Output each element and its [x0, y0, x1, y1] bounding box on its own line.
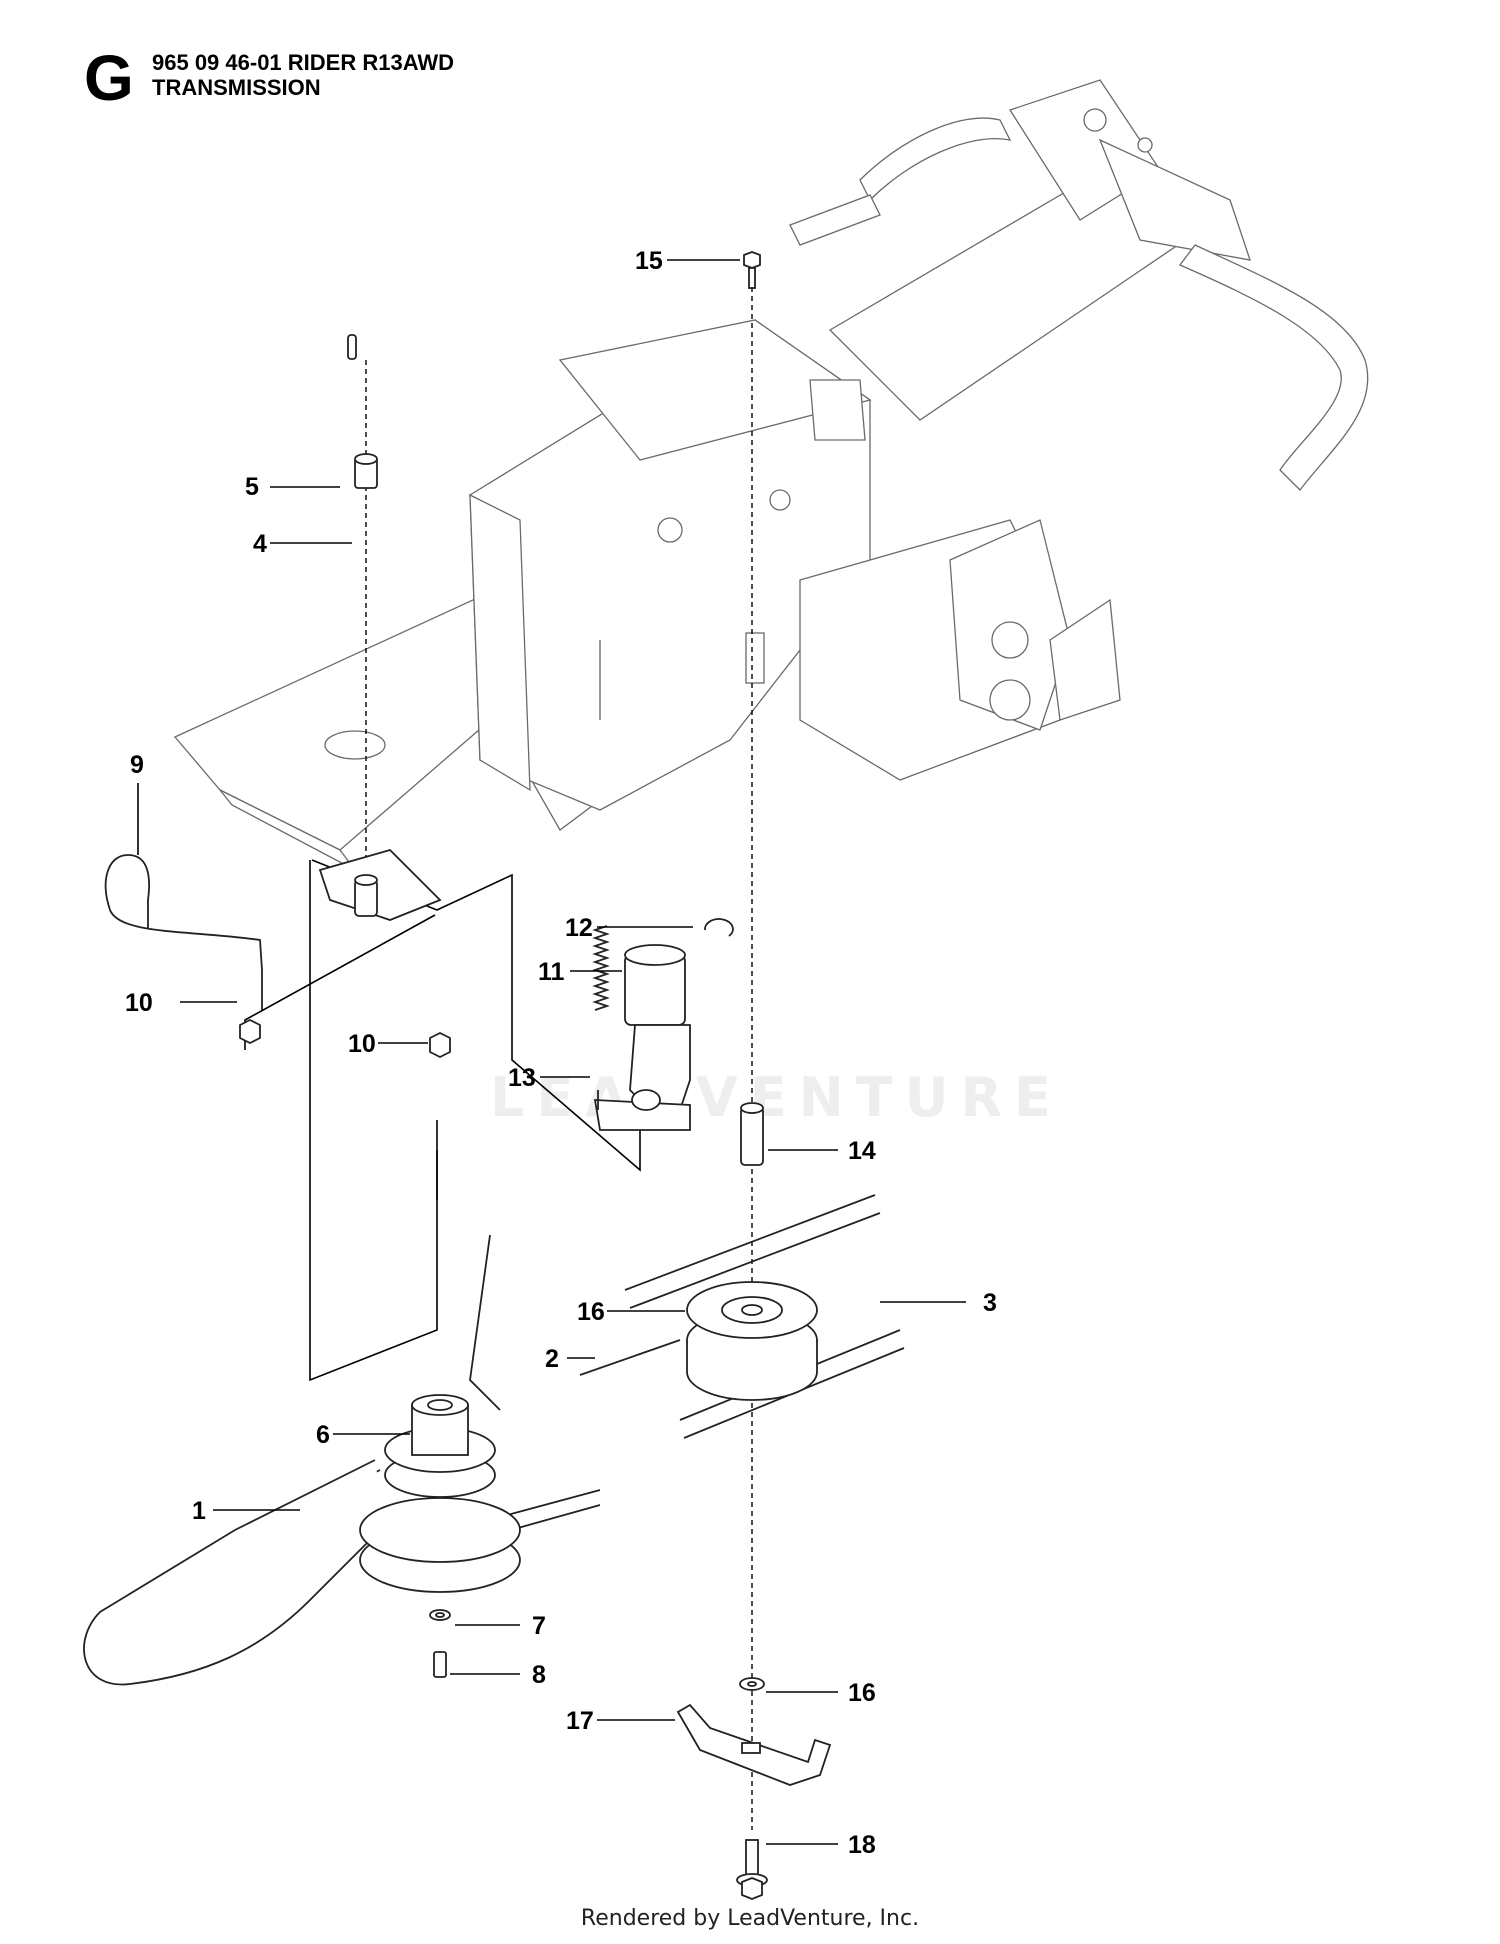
part-6-engine-pulley: [359, 1394, 521, 1593]
assembly-outline-left: [309, 860, 438, 1382]
part-1-belt: [83, 1459, 601, 1686]
callout-2: 2: [545, 1345, 559, 1373]
callout-17: 16: [848, 1679, 876, 1707]
callout-14: 14: [848, 1137, 876, 1165]
part-9-rod: [104, 854, 263, 1010]
callout-9: 9: [130, 751, 144, 779]
callout-4: 4: [253, 530, 267, 558]
callout-12: 12: [565, 914, 593, 942]
model-line: 965 09 46-01 RIDER R13AWD: [152, 50, 455, 75]
callout-labels: 5 4 9 10 10 12 11 13 14 15 16 3 2 6 1 7 …: [125, 247, 997, 1859]
part-12-eclip: [704, 918, 734, 937]
callout-6: 6: [316, 1421, 330, 1449]
callout-3: 3: [983, 1289, 997, 1317]
callout-5: 5: [245, 473, 259, 501]
part-7-washer: [429, 1609, 451, 1621]
part-14-spacer: [740, 1102, 764, 1166]
part-2-belt: [469, 1234, 681, 1411]
callout-15: 15: [635, 247, 663, 275]
part-16-idler-pulley: [686, 1281, 818, 1401]
callout-7: 7: [532, 1612, 546, 1640]
part-10-nut-left: [239, 1018, 261, 1045]
callout-1: 1: [192, 1497, 206, 1525]
leader-lines: [137, 259, 966, 1845]
part-8-bolt: [433, 1651, 447, 1678]
part-10-nut-center: [429, 1031, 451, 1059]
diagram-title: 965 09 46-01 RIDER R13AWD TRANSMISSION: [152, 50, 454, 100]
part-18-belt-guide: [676, 1703, 832, 1786]
callout-18: 17: [566, 1707, 594, 1735]
callout-10-center: 10: [348, 1030, 376, 1058]
part-13-spring: [592, 925, 610, 1110]
callout-10-left: 10: [125, 989, 153, 1017]
part-bracket: [318, 848, 442, 921]
part-15-bolt: [743, 251, 761, 289]
part-4-bushing: [354, 453, 378, 489]
footer-credit: Rendered by LeadVenture, Inc.: [580, 1906, 920, 1931]
chassis-frame: [173, 79, 1369, 871]
section-letter: G: [84, 42, 134, 114]
section-title: TRANSMISSION: [152, 75, 321, 100]
part-5-key: [347, 334, 357, 360]
part-17-washer: [739, 1677, 765, 1691]
assembly-outline-nut: [244, 914, 436, 1050]
callout-11: 11: [538, 958, 565, 986]
callout-19: 18: [848, 1831, 876, 1859]
part-11-idler-arm: [593, 944, 691, 1131]
part-19-flange-bolt: [736, 1839, 768, 1900]
callout-16: 16: [577, 1298, 605, 1326]
callout-8: 8: [532, 1661, 546, 1689]
callout-13: 13: [508, 1064, 536, 1092]
